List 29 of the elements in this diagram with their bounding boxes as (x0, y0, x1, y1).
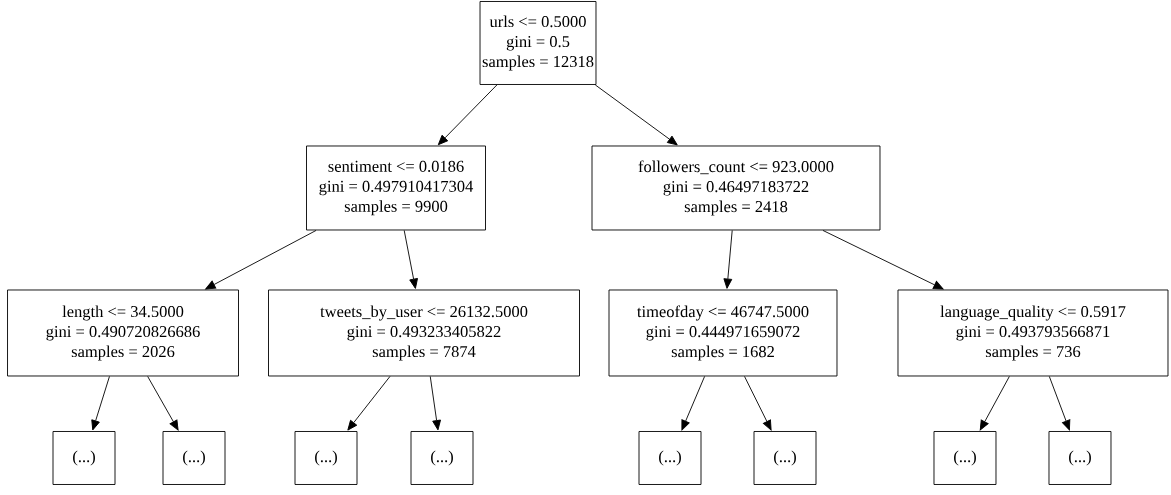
split-box: urls <= 0.5000 gini = 0.5 samples = 12318 (479, 1, 597, 85)
arrow (744, 376, 772, 431)
arrow (147, 376, 179, 431)
leaf-box: (...) (1048, 431, 1112, 485)
arrow (822, 230, 944, 290)
split-box: tweets_by_user <= 26132.5000 gini = 0.493233405822 samples = 7874 (268, 289, 580, 377)
leaf-box: (...) (294, 431, 358, 485)
arrow (594, 84, 678, 146)
arrow (1048, 376, 1071, 431)
split-box: length <= 34.5000 gini = 0.490720826686 samples = 2026 (7, 289, 239, 377)
arrow (205, 230, 317, 290)
leaf-box: (...) (933, 431, 997, 485)
arrow (979, 376, 1010, 431)
arrow (723, 230, 733, 289)
arrow (437, 84, 498, 146)
split-box: followers_count <= 923.0000 gini = 0.46497183722 samples = 2418 (591, 145, 881, 231)
leaf-box: (...) (162, 431, 226, 485)
leaf-box: (...) (52, 431, 116, 485)
leaf-box: (...) (753, 431, 817, 485)
leaf-box: (...) (410, 431, 474, 485)
arrow (347, 376, 391, 431)
arrow (681, 376, 706, 431)
split-box: timeofday <= 46747.5000 gini = 0.444971659072 samples = 1682 (608, 289, 838, 377)
split-box: sentiment <= 0.0186 gini = 0.497910417304 samples = 9900 (306, 145, 486, 231)
leaf-box: (...) (638, 431, 702, 485)
arrow (91, 376, 110, 431)
arrow (429, 376, 441, 431)
arrow (403, 230, 418, 289)
split-box: language_quality <= 0.5917 gini = 0.493793566871 samples = 736 (897, 289, 1169, 377)
